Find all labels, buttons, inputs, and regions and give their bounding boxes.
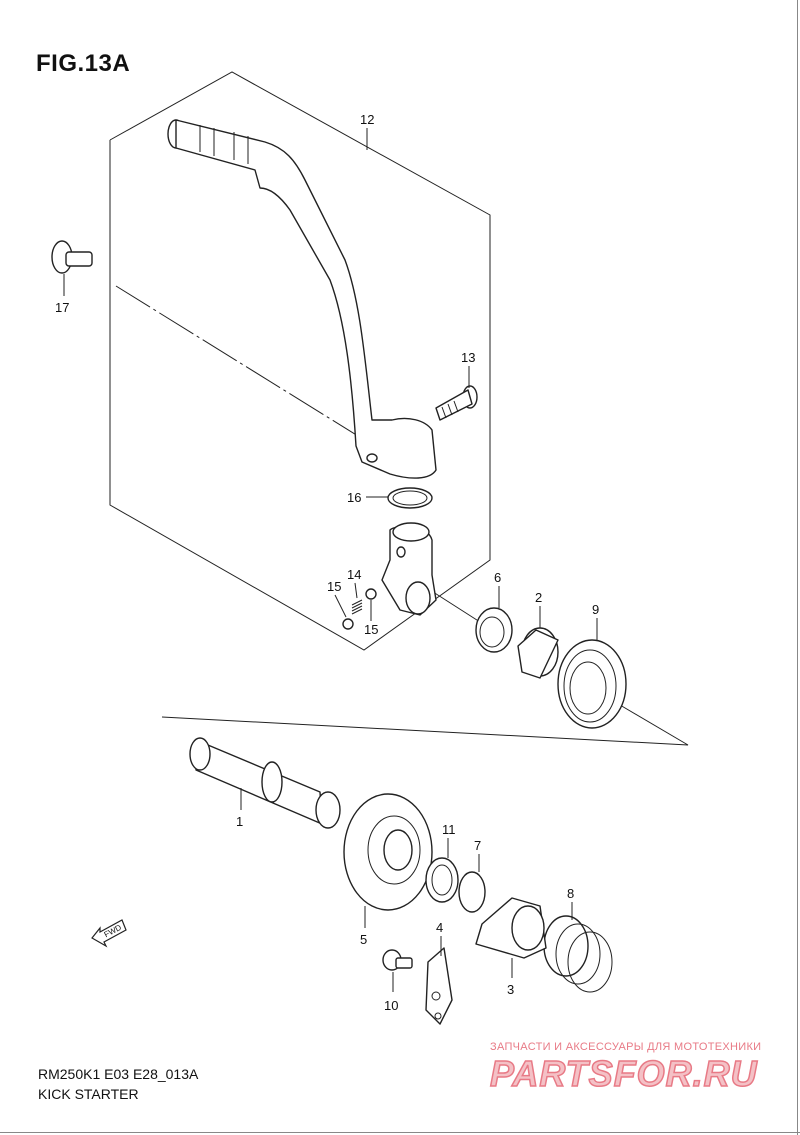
part-label-16: 16 xyxy=(347,490,361,505)
frame-border-right xyxy=(797,0,798,1135)
part-label-15: 15 xyxy=(327,579,341,594)
part-label-1: 1 xyxy=(236,814,243,829)
return-spring xyxy=(557,639,627,729)
lever-bolt xyxy=(51,240,93,274)
part-label-2: 2 xyxy=(535,590,542,605)
watermark-tagline: ЗАПЧАСТИ И АКСЕССУАРЫ ДЛЯ МОТОТЕХНИКИ xyxy=(490,1041,762,1053)
centerline xyxy=(429,589,481,623)
part-label-8: 8 xyxy=(567,886,574,901)
part-label-7: 7 xyxy=(474,838,481,853)
ball xyxy=(365,588,377,600)
section-name: KICK STARTER xyxy=(38,1086,139,1102)
kick-gear xyxy=(343,793,433,911)
kick-shaft xyxy=(189,737,341,829)
bolt xyxy=(382,949,413,971)
shaft-group-bracket xyxy=(161,704,689,746)
frame-border-bottom xyxy=(0,1132,800,1133)
washer xyxy=(425,857,459,903)
watermark-logo: PARTSFOR.RU xyxy=(489,1052,758,1094)
part-label-5: 5 xyxy=(360,932,367,947)
figure-title: FIG.13A xyxy=(36,50,131,77)
spring xyxy=(543,915,613,993)
part-label-3: 3 xyxy=(507,982,514,997)
pivot-bolt xyxy=(435,385,478,421)
model-code: RM250K1 E03 E28_013A xyxy=(38,1066,199,1082)
assembly-outline xyxy=(109,71,491,651)
part-label-11: 11 xyxy=(442,822,456,837)
part-label-15: 15 xyxy=(364,622,378,637)
part-label-10: 10 xyxy=(384,998,398,1013)
lever-boss xyxy=(381,522,437,616)
ratchet xyxy=(475,897,547,959)
kick-starter-lever xyxy=(167,119,437,479)
circlip xyxy=(458,871,486,913)
part-label-12: 12 xyxy=(360,112,374,127)
part-label-4: 4 xyxy=(436,920,443,935)
spacer xyxy=(517,627,559,679)
part-label-9: 9 xyxy=(592,602,599,617)
oil-seal xyxy=(475,607,513,653)
ball xyxy=(342,618,354,630)
part-label-13: 13 xyxy=(461,350,475,365)
fwd-arrow-icon: FWD xyxy=(91,919,127,948)
spring xyxy=(351,599,363,615)
guide-plate xyxy=(425,947,453,1025)
centerline xyxy=(115,285,401,463)
watermark-logo-text: PARTSFOR.RU xyxy=(490,1053,758,1094)
part-label-17: 17 xyxy=(55,300,69,315)
part-label-6: 6 xyxy=(494,570,501,585)
part-label-14: 14 xyxy=(347,567,361,582)
